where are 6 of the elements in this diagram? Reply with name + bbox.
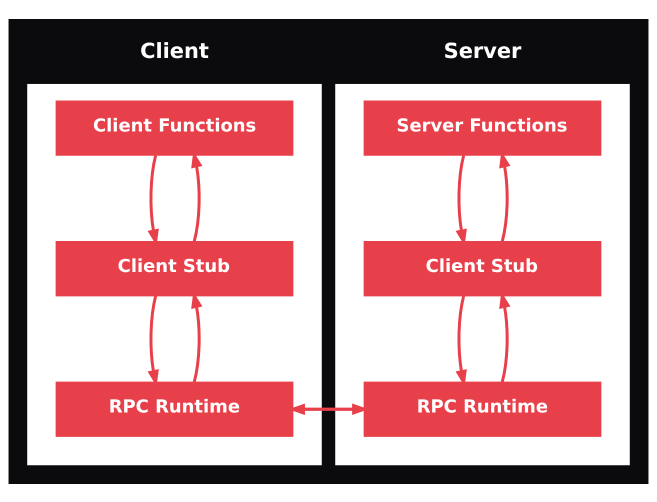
node-box: Server Functions: [364, 100, 602, 156]
node-box: Client Stub: [364, 240, 602, 296]
node-box: Client Functions: [56, 100, 294, 156]
node-box: Client Stub: [56, 240, 294, 296]
node-box: RPC Runtime: [56, 381, 294, 436]
node-box: RPC Runtime: [364, 381, 602, 436]
